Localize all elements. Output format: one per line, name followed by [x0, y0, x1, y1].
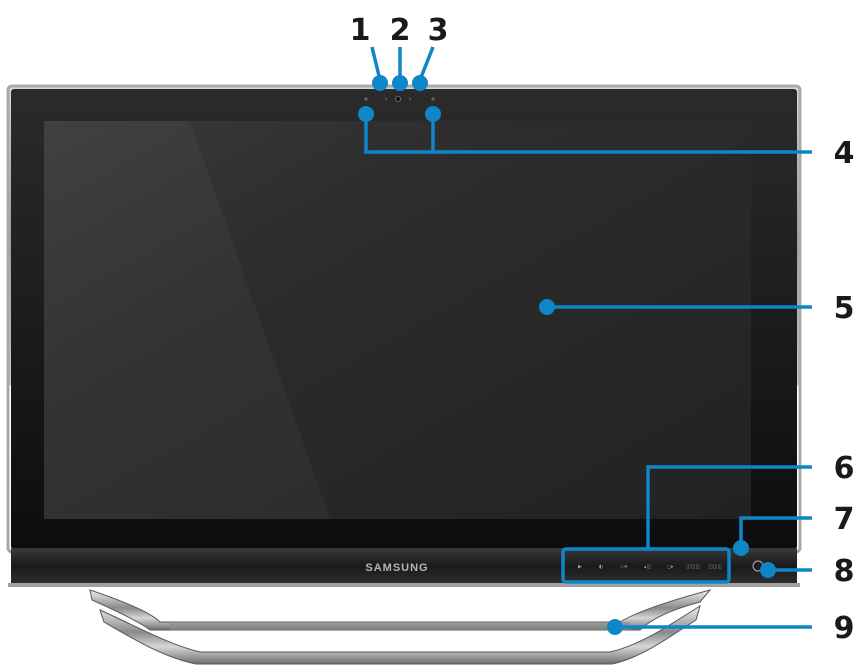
- bottom-frame: [8, 583, 800, 587]
- callout-4-marker-right: [425, 106, 441, 122]
- stand: [89, 589, 712, 665]
- button-icon-5[interactable]: ◻▸: [667, 564, 674, 570]
- callouts: [358, 46, 812, 635]
- callout-8-number: 8: [834, 554, 855, 589]
- callout-1-number: 1: [350, 13, 371, 48]
- brand-logo: SAMSUNG: [365, 562, 428, 574]
- screen: [44, 121, 751, 519]
- button-icon-2[interactable]: ◐: [599, 564, 603, 570]
- button-icon-4[interactable]: ▴◫: [644, 564, 652, 570]
- callout-2-number: 2: [390, 13, 411, 48]
- mic-right-dot: [408, 97, 412, 101]
- callout-4-marker-left: [358, 106, 374, 122]
- callout-5-number: 5: [834, 291, 855, 326]
- callout-6-line: [646, 465, 812, 549]
- callout-3-marker: [412, 75, 428, 91]
- stand-front-arm: [99, 604, 701, 665]
- callout-9-marker: [607, 619, 623, 635]
- callout-7-line: [739, 516, 812, 548]
- sensor-left-dot: [364, 97, 368, 101]
- callout-1-line: [370, 46, 382, 81]
- callout-1-marker: [372, 75, 388, 91]
- button-icon-1[interactable]: ▶: [578, 564, 582, 570]
- callout-3-line: [418, 46, 435, 81]
- callout-9-number: 9: [834, 611, 855, 646]
- callout-4-number: 4: [834, 136, 855, 171]
- button-icon-3[interactable]: ▭▾: [620, 564, 628, 570]
- callout-7-number: 7: [834, 502, 855, 537]
- callout-6-box: [561, 547, 731, 584]
- button-icon-6[interactable]: ◫◫◫: [686, 564, 700, 570]
- callout-3-number: 3: [428, 13, 449, 48]
- camera-lens: [394, 96, 401, 103]
- stand-inner: [170, 622, 630, 630]
- callout-7-marker: [733, 540, 749, 556]
- mic-left-dot: [384, 97, 388, 101]
- sensor-right-dot: [431, 97, 435, 101]
- callout-2-marker: [392, 75, 408, 91]
- callout-8-marker: [760, 562, 776, 578]
- monitor: SAMSUNG ▶ ◐ ▭▾ ▴◫ ◻▸ ◫◫◫ ◫◫◫: [6, 84, 802, 587]
- bottom-strip: [11, 548, 797, 584]
- button-icon-7[interactable]: ◫◫◫: [708, 564, 722, 570]
- callout-numbers: 1 2 3 4 5 6 7 8 9: [350, 13, 855, 646]
- control-buttons: ▶ ◐ ▭▾ ▴◫ ◻▸ ◫◫◫ ◫◫◫: [578, 564, 722, 570]
- callout-6-number: 6: [834, 451, 855, 486]
- callout-5-marker: [539, 299, 555, 315]
- callout-4-line: [364, 114, 812, 154]
